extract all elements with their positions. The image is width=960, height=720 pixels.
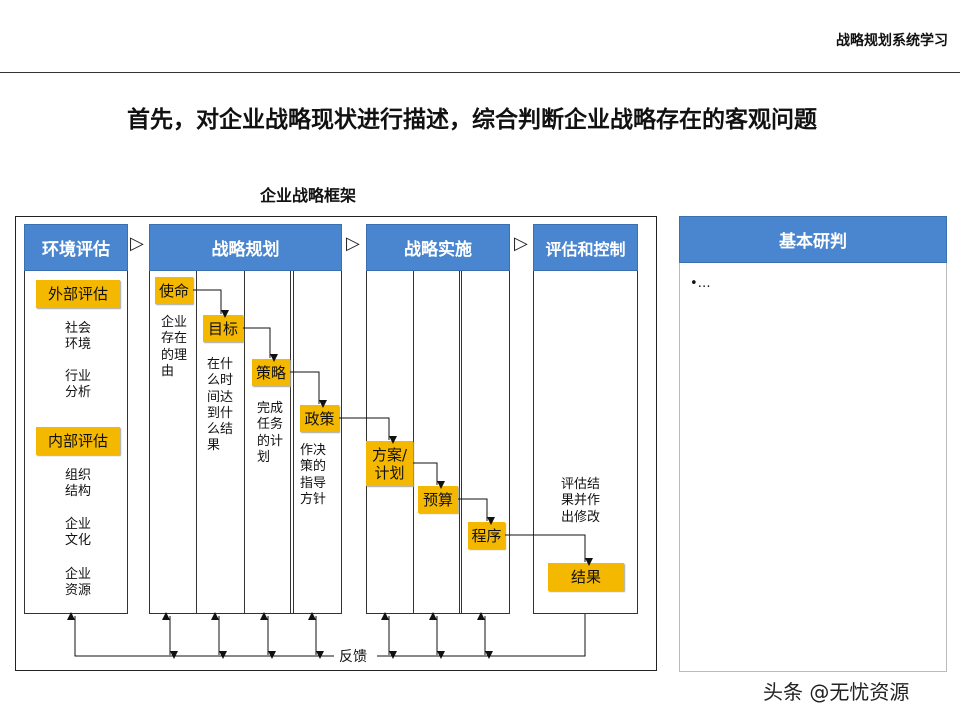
header-divider [0, 72, 960, 73]
flow-triangle-icon: ▷ [346, 233, 360, 254]
objective-desc: 在什 么时 间达 到什 么结 果 [207, 357, 234, 454]
strategy-box: 策略 [252, 359, 290, 386]
stage-header-env: 环境评估 [24, 224, 128, 271]
evaluation-desc: 评估结 果并作 出修改 [561, 477, 601, 525]
policy-box: 政策 [300, 405, 339, 432]
env-item: 行业 分析 [65, 369, 92, 401]
assessment-header: 基本研判 [679, 216, 947, 263]
strategy-desc: 完成 任务 的计 划 [257, 401, 284, 465]
env-item: 组织 结构 [65, 468, 92, 500]
policy-desc: 作决 策的 指导 方针 [300, 443, 327, 507]
framework-frame [15, 216, 657, 671]
header-title: 战略规划系统学习 [836, 33, 948, 49]
external-eval-box: 外部评估 [36, 280, 120, 308]
page-title: 首先，对企业战略现状进行描述，综合判断企业战略存在的客观问题 [127, 107, 817, 133]
env-item: 企业 文化 [65, 517, 92, 549]
column-divider [244, 270, 245, 614]
column-divider [461, 270, 462, 614]
result-box: 结果 [548, 563, 624, 591]
column-divider [413, 270, 414, 614]
watermark: 头条 @无忧资源 [763, 680, 910, 704]
stage-header-implementation: 战略实施 [366, 224, 510, 271]
budget-box: 预算 [418, 486, 458, 513]
procedure-box: 程序 [468, 522, 505, 549]
mission-desc: 企业 存在 的理 由 [161, 315, 188, 379]
objective-box: 目标 [203, 315, 243, 342]
env-item: 企业 资源 [65, 567, 92, 599]
column-divider [459, 270, 460, 614]
feedback-label: 反馈 [339, 649, 367, 665]
column-divider [196, 270, 197, 614]
env-item: 社会 环境 [65, 321, 92, 353]
column-divider [290, 270, 291, 614]
implementation-column [366, 224, 510, 614]
assessment-panel [679, 216, 947, 672]
flow-triangle-icon: ▷ [514, 233, 528, 254]
column-divider [293, 270, 294, 614]
plan-box: 方案/ 计划 [366, 441, 413, 486]
assessment-body: •… [690, 276, 711, 291]
framework-title: 企业战略框架 [259, 186, 356, 205]
flow-triangle-icon: ▷ [130, 233, 144, 254]
stage-header-evaluation: 评估和控制 [533, 224, 638, 271]
stage-header-planning: 战略规划 [149, 224, 342, 271]
internal-eval-box: 内部评估 [36, 427, 120, 455]
mission-box: 使命 [155, 277, 193, 304]
